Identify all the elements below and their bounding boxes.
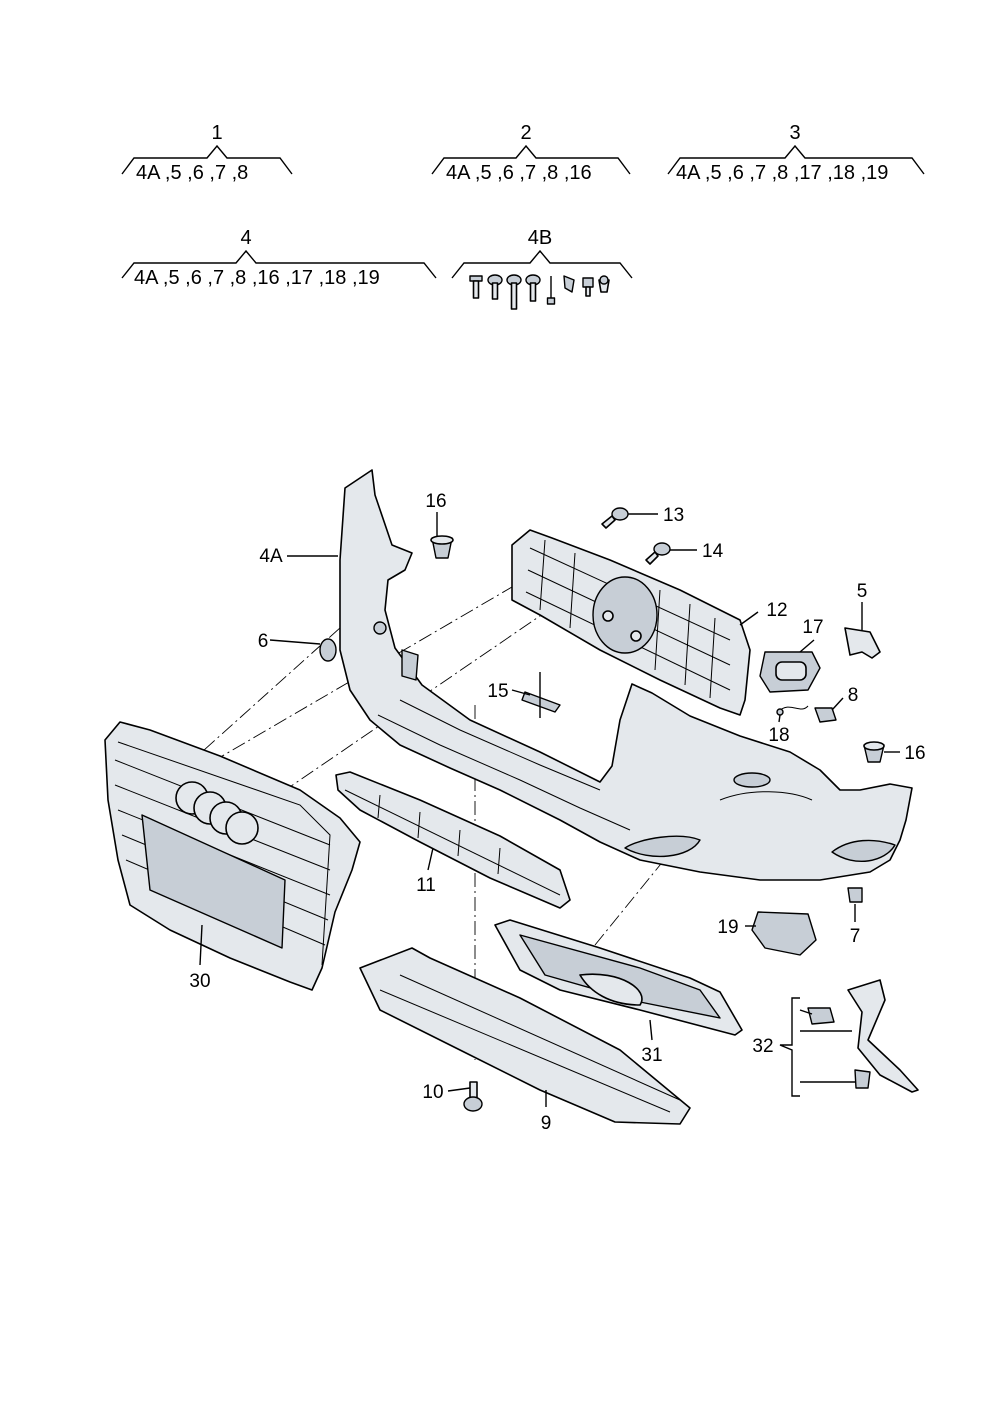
group-2-number: 2 <box>520 122 531 144</box>
screw-set-icon <box>469 274 610 310</box>
clip-16b <box>863 741 885 763</box>
label-4a: 4A <box>259 546 283 567</box>
label-13: 13 <box>663 505 684 526</box>
bracket-5 <box>844 627 881 659</box>
label-19: 19 <box>717 917 738 938</box>
fog-grille <box>494 919 743 1036</box>
group-4-number: 4 <box>240 227 251 249</box>
bumper-cover <box>339 469 913 881</box>
label-7: 7 <box>850 926 861 947</box>
label-32: 32 <box>752 1036 773 1057</box>
group-2-items: 4A ,5 ,6 ,7 ,8 ,16 <box>446 162 592 184</box>
screw-10 <box>463 1081 483 1112</box>
label-16-top: 16 <box>425 491 446 512</box>
label-10: 10 <box>422 1082 443 1103</box>
label-18: 18 <box>768 725 789 746</box>
group-1: 1 4A ,5 ,6 ,7 ,8 <box>121 122 293 184</box>
leader-lines <box>199 512 900 1107</box>
label-5: 5 <box>857 581 868 602</box>
group-4b: 4B <box>451 227 633 310</box>
bracket-32 <box>779 979 919 1097</box>
label-11: 11 <box>416 875 436 896</box>
group-2: 2 4A ,5 ,6 ,7 ,8 ,16 <box>431 122 631 184</box>
group-4-items: 4A ,5 ,6 ,7 ,8 ,16 ,17 ,18 ,19 <box>134 267 380 289</box>
group-1-items: 4A ,5 ,6 ,7 ,8 <box>136 162 248 184</box>
group-4b-number: 4B <box>528 227 552 249</box>
cap-6 <box>319 638 337 662</box>
screw-13 <box>601 507 629 529</box>
wire-18 <box>776 705 809 716</box>
clip-16a <box>430 535 454 559</box>
group-4: 4 4A ,5 ,6 ,7 ,8 ,16 ,17 ,18 ,19 <box>121 227 437 289</box>
label-31: 31 <box>641 1045 662 1066</box>
label-8: 8 <box>848 685 859 706</box>
tab-7 <box>847 887 863 903</box>
grille-frame <box>511 529 751 716</box>
underbody-panel <box>359 947 691 1125</box>
label-16-right: 16 <box>904 743 925 764</box>
bracket-15 <box>521 672 561 718</box>
label-12: 12 <box>766 600 787 621</box>
radiator-grille <box>104 721 361 991</box>
callouts: 4A 16 13 14 12 5 17 6 15 8 18 16 11 30 1… <box>189 491 925 1134</box>
group-3-number: 3 <box>789 122 800 144</box>
label-9: 9 <box>541 1113 552 1134</box>
label-6: 6 <box>258 631 269 652</box>
label-17: 17 <box>802 617 823 638</box>
group-1-number: 1 <box>211 122 222 144</box>
screw-14 <box>645 542 671 565</box>
cover-19 <box>751 911 817 956</box>
lower-grille <box>335 771 571 909</box>
clip-8 <box>814 707 837 723</box>
label-15: 15 <box>487 681 508 702</box>
group-3-items: 4A ,5 ,6 ,7 ,8 ,17 ,18 ,19 <box>676 162 888 184</box>
label-30: 30 <box>189 971 210 992</box>
label-14: 14 <box>702 541 724 562</box>
group-3: 3 4A ,5 ,6 ,7 ,8 ,17 ,18 ,19 <box>667 122 925 184</box>
sensor-bracket-17 <box>759 651 821 693</box>
